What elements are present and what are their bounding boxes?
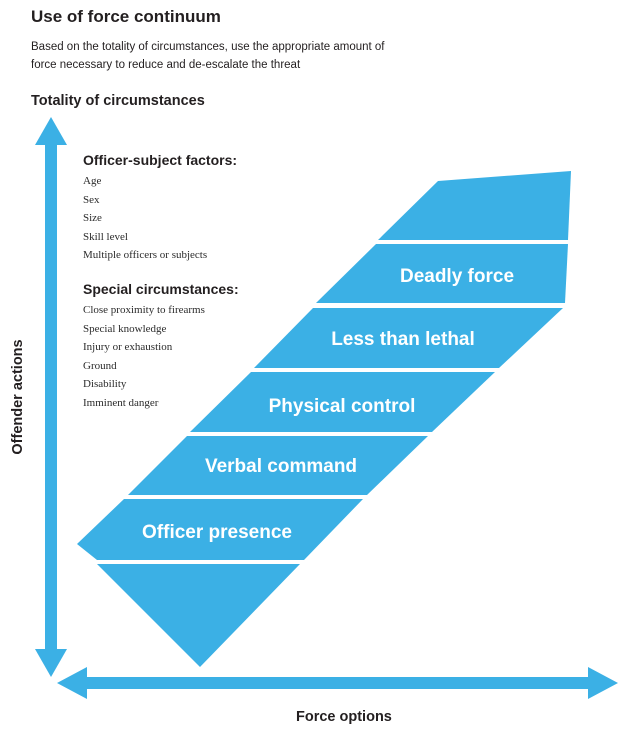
horizontal-axis-arrow — [57, 667, 618, 699]
vertical-axis-arrow — [35, 117, 67, 677]
circumstance-item: Close proximity to firearms — [83, 304, 205, 316]
top-cap-band — [378, 171, 571, 240]
verbal-command-band — [128, 436, 428, 495]
less-than-lethal-label: Less than lethal — [331, 329, 475, 350]
factor-item: Size — [83, 212, 102, 225]
continuum-bands — [77, 171, 571, 667]
officer-subject-factors: Officer-subject factors: Age Sex Size Sk… — [83, 152, 237, 265]
page-title: Use of force continuum — [31, 7, 221, 26]
physical-control-label: Physical control — [269, 396, 416, 417]
force-options-label: Force options — [296, 709, 392, 725]
verbal-command-label: Verbal command — [205, 456, 357, 477]
deadly-force-band — [316, 244, 568, 303]
factor-item: Age — [83, 175, 102, 187]
subtitle-line-1: Based on the totality of circumstances, … — [31, 41, 385, 53]
officer-subject-factors-heading: Officer-subject factors: — [83, 152, 238, 168]
circumstance-item: Disability — [83, 378, 127, 391]
totality-of-circumstances-label: Totality of circumstances — [31, 93, 205, 109]
factor-item: Multiple officers or subjects — [83, 249, 208, 262]
factor-item: Sex — [83, 193, 100, 206]
special-circumstances-heading: Special circumstances: — [83, 281, 239, 297]
bottom-point-band — [97, 564, 300, 667]
physical-control-band — [190, 372, 495, 432]
less-than-lethal-band — [254, 308, 563, 368]
circumstance-item: Special knowledge — [83, 322, 167, 335]
factor-item: Skill level — [83, 230, 128, 243]
circumstance-item: Ground — [83, 359, 117, 372]
special-circumstances: Special circumstances: Close proximity t… — [83, 281, 239, 413]
circumstance-item: Imminent danger — [83, 396, 159, 409]
deadly-force-label: Deadly force — [400, 266, 514, 287]
subtitle-line-2: force necessary to reduce and de-escalat… — [31, 59, 301, 71]
officer-presence-band — [77, 499, 363, 560]
subtitle: Based on the totality of circumstances, … — [31, 38, 411, 74]
officer-presence-label: Officer presence — [142, 522, 292, 543]
circumstance-item: Injury or exhaustion — [83, 341, 173, 354]
